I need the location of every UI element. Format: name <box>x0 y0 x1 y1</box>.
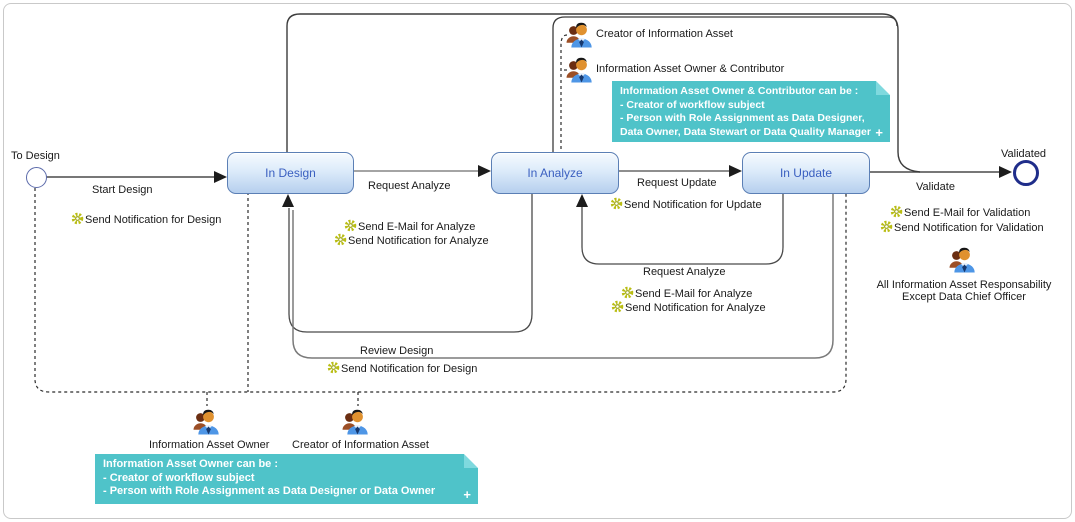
actor-links <box>34 34 847 406</box>
note-line: Information Asset Owner & Contributor ca… <box>620 85 859 97</box>
notification-label: Send Notification for Analyze <box>625 302 766 314</box>
arrowhead-in-analyze-left <box>478 165 491 177</box>
actor-label-line1: All Information Asset Responsability <box>876 279 1052 291</box>
gear-icon <box>621 286 634 302</box>
arrowhead-in-analyze-bottom <box>576 194 588 207</box>
transition-validate-label: Validate <box>916 181 955 193</box>
person-icon[interactable] <box>947 245 977 275</box>
actor-creator-top-label: Creator of Information Asset <box>596 28 733 40</box>
gear-icon <box>71 212 84 228</box>
end-node-label: Validated <box>1001 148 1047 160</box>
start-node[interactable] <box>26 167 47 188</box>
notification-label: Send Notification for Design <box>341 363 478 375</box>
arrowhead-in-update-left <box>729 165 742 177</box>
transition-request-analyze-label: Request Analyze <box>368 180 451 192</box>
edge-in-design-to-validated <box>286 13 921 173</box>
note-line: Information Asset Owner can be : <box>103 458 279 470</box>
arrowhead-validated <box>999 166 1012 178</box>
state-in-analyze-label: In Analyze <box>527 166 583 180</box>
actor-owner-label: Information Asset Owner <box>149 439 270 451</box>
transition-request-update-label: Request Update <box>637 177 717 189</box>
gear-icon <box>334 233 347 249</box>
start-node-label: To Design <box>11 150 60 162</box>
actor-all-responsibility-label: All Information Asset Responsability Exc… <box>874 279 1054 303</box>
actor-label-line2: Except Data Chief Officer <box>902 291 1026 303</box>
gear-icon <box>327 361 340 377</box>
notification-start-design: Send Notification for Design <box>71 212 221 228</box>
notification-notify-validation: Send Notification for Validation <box>880 220 1044 236</box>
notification-label: Send E-Mail for Analyze <box>358 221 476 233</box>
person-icon[interactable] <box>564 20 594 50</box>
notification-notify-analyze-back: Send Notification for Analyze <box>611 300 766 316</box>
notification-label: Send Notification for Update <box>624 199 762 211</box>
note-line: - Creator of workflow subject <box>103 471 255 484</box>
transition-start-design-label: Start Design <box>92 184 153 196</box>
notification-review-design: Send Notification for Design <box>327 361 477 377</box>
actor-creator-bottom-label: Creator of Information Asset <box>292 439 429 451</box>
person-icon[interactable] <box>191 407 221 437</box>
notification-notify-update: Send Notification for Update <box>610 197 762 213</box>
notification-label: Send Notification for Analyze <box>348 235 489 247</box>
gear-icon <box>890 205 903 221</box>
note-line: Data Owner, Data Stewart or Data Quality… <box>620 125 871 138</box>
note-owner[interactable]: Information Asset Owner can be : - Creat… <box>95 454 478 504</box>
edge-in-analyze-to-validated <box>552 16 898 152</box>
gear-icon <box>611 300 624 316</box>
gear-icon <box>880 220 893 236</box>
diagram-frame <box>3 3 1072 519</box>
notification-email-analyze: Send E-Mail for Analyze <box>344 219 475 235</box>
state-in-analyze[interactable]: In Analyze <box>491 152 619 194</box>
state-in-update[interactable]: In Update <box>742 152 870 194</box>
transition-request-analyze-back-label: Request Analyze <box>643 266 726 278</box>
edge-analyze-to-design-loop <box>288 192 533 333</box>
person-icon[interactable] <box>564 55 594 85</box>
arrowhead-in-design-bottom <box>282 194 294 207</box>
notification-label: Send Notification for Validation <box>894 222 1044 234</box>
state-in-design[interactable]: In Design <box>227 152 354 194</box>
notification-email-validation: Send E-Mail for Validation <box>890 205 1030 221</box>
gear-icon <box>344 219 357 235</box>
arrowhead-in-design-left <box>214 171 227 183</box>
notification-notify-analyze: Send Notification for Analyze <box>334 233 489 249</box>
state-in-update-label: In Update <box>779 166 833 180</box>
gear-icon <box>610 197 623 213</box>
note-line: - Creator of workflow subject <box>620 98 765 111</box>
note-owner-contributor[interactable]: Information Asset Owner & Contributor ca… <box>612 81 890 142</box>
note-expand-button[interactable]: + <box>875 124 883 140</box>
transition-review-design-label: Review Design <box>360 345 434 357</box>
notification-label: Send E-Mail for Validation <box>904 207 1031 219</box>
note-line: - Person with Role Assignment as Data De… <box>620 112 865 124</box>
edge-request-analyze-back <box>581 192 784 265</box>
state-in-design-label: In Design <box>265 166 316 180</box>
notification-label: Send Notification for Design <box>85 214 222 226</box>
notification-label: Send E-Mail for Analyze <box>635 288 753 300</box>
person-icon[interactable] <box>340 407 370 437</box>
notification-email-analyze-back: Send E-Mail for Analyze <box>621 286 752 302</box>
edge-review-design <box>292 192 834 359</box>
note-line: - Person with Role Assignment as Data De… <box>103 485 436 497</box>
note-expand-button[interactable]: + <box>463 486 471 502</box>
actor-owner-contributor-label: Information Asset Owner & Contributor <box>596 63 785 75</box>
end-node[interactable] <box>1013 160 1039 186</box>
